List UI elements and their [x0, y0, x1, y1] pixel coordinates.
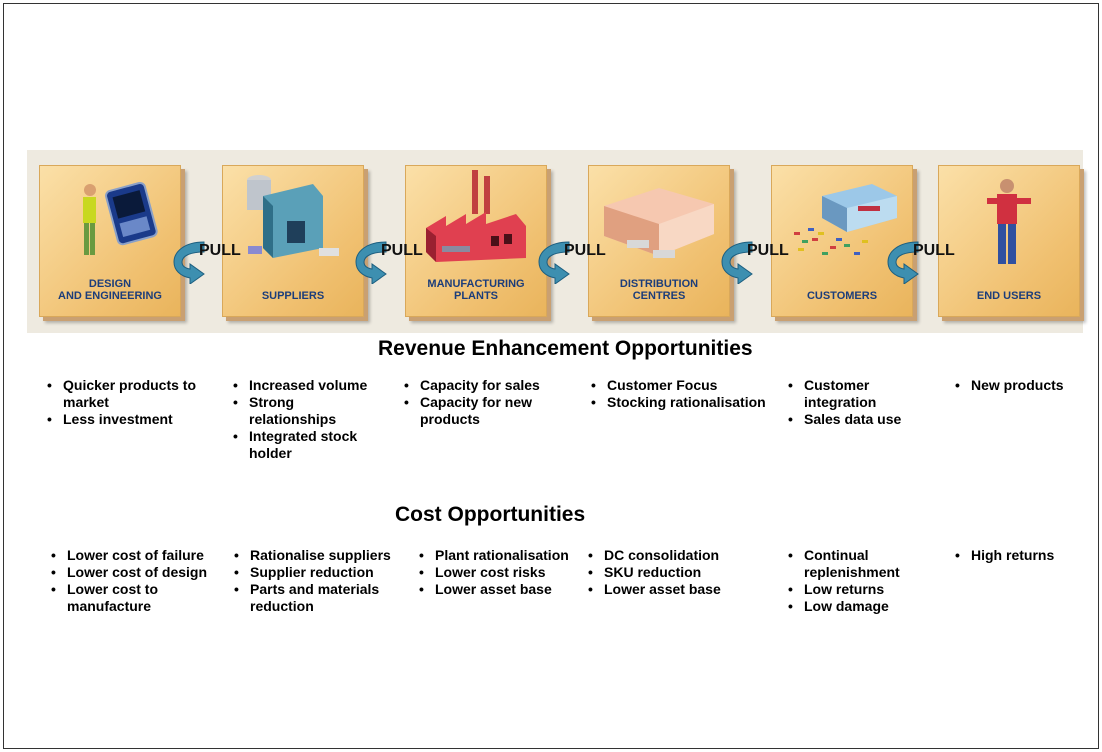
retail-store-icon	[794, 184, 897, 255]
list-item: Strong relationships	[233, 394, 383, 428]
engineer-icon	[83, 181, 158, 255]
warehouse-icon	[604, 188, 714, 258]
curved-arrow-icon	[887, 241, 919, 285]
stage-customers: CUSTOMERS	[771, 165, 913, 317]
cost-column-design: Lower cost of failure Lower cost of desi…	[51, 547, 233, 615]
list-item: High returns	[955, 547, 1085, 564]
list-item: Sales data use	[788, 411, 930, 428]
list-item: Lower asset base	[419, 581, 589, 598]
list-item: Stocking rationalisation	[591, 394, 791, 411]
pull-label: PULL	[381, 242, 423, 259]
list-item: Supplier reduction	[234, 564, 414, 581]
list-item: DC consolidation	[588, 547, 768, 564]
list-item: Capacity for new products	[404, 394, 574, 428]
pull-label: PULL	[747, 242, 789, 259]
list-item: Low damage	[788, 598, 928, 615]
curved-arrow-icon	[538, 241, 570, 285]
list-item: Increased volume	[233, 377, 383, 394]
revenue-column-distribution: Customer Focus Stocking rationalisation	[591, 377, 791, 411]
cost-column-end-users: High returns	[955, 547, 1085, 564]
list-item: Customer Focus	[591, 377, 791, 394]
factory-icon	[426, 170, 526, 262]
stage-label: DESIGN AND ENGINEERING	[58, 278, 162, 302]
pull-arrow: PULL	[170, 236, 246, 285]
pull-label: PULL	[913, 242, 955, 259]
list-item: Lower asset base	[588, 581, 768, 598]
cost-column-distribution: DC consolidation SKU reduction Lower ass…	[588, 547, 768, 598]
cost-column-manufacturing: Plant rationalisation Lower cost risks L…	[419, 547, 589, 598]
revenue-column-customers: Customer integration Sales data use	[788, 377, 930, 428]
stage-distribution-centres: DISTRIBUTION CENTRES	[588, 165, 730, 317]
list-item: Less investment	[47, 411, 215, 428]
stage-label: DISTRIBUTION CENTRES	[619, 278, 699, 302]
list-item: Lower cost of failure	[51, 547, 233, 564]
stage-label: SUPPLIERS	[261, 290, 325, 302]
list-item: Capacity for sales	[404, 377, 574, 394]
stage-label: END USERS	[976, 290, 1042, 302]
pull-arrow: PULL	[352, 236, 428, 285]
pull-label: PULL	[564, 242, 606, 259]
list-item: Lower cost of design	[51, 564, 233, 581]
revenue-column-suppliers: Increased volume Strong relationships In…	[233, 377, 383, 462]
list-item: Lower cost to manufacture	[51, 581, 233, 615]
curved-arrow-icon	[355, 241, 387, 285]
list-item: Low returns	[788, 581, 928, 598]
list-item: Plant rationalisation	[419, 547, 589, 564]
cost-column-suppliers: Rationalise suppliers Supplier reduction…	[234, 547, 414, 615]
curved-arrow-icon	[721, 241, 753, 285]
stage-label: CUSTOMERS	[806, 290, 878, 302]
pull-arrow: PULL	[718, 236, 794, 285]
list-item: Continual replenishment	[788, 547, 928, 581]
slide-frame	[3, 3, 1099, 749]
list-item: Quicker products to market	[47, 377, 215, 411]
stage-suppliers: SUPPLIERS	[222, 165, 364, 317]
revenue-column-design: Quicker products to market Less investme…	[47, 377, 215, 428]
stage-manufacturing-plants: MANUFACTURING PLANTS	[405, 165, 547, 317]
pull-label: PULL	[199, 242, 241, 259]
list-item: SKU reduction	[588, 564, 768, 581]
revenue-heading: Revenue Enhancement Opportunities	[378, 337, 753, 360]
curved-arrow-icon	[173, 241, 205, 285]
pull-arrow: PULL	[884, 236, 960, 285]
cost-column-customers: Continual replenishment Low returns Low …	[788, 547, 928, 615]
stage-label: MANUFACTURING PLANTS	[427, 278, 525, 302]
stage-design-engineering: DESIGN AND ENGINEERING	[39, 165, 181, 317]
person-icon	[987, 179, 1031, 264]
supplier-building-icon	[247, 175, 339, 258]
list-item: New products	[955, 377, 1085, 394]
list-item: Lower cost risks	[419, 564, 589, 581]
list-item: Rationalise suppliers	[234, 547, 414, 564]
list-item: Customer integration	[788, 377, 930, 411]
list-item: Parts and materials reduction	[234, 581, 414, 615]
pull-arrow: PULL	[535, 236, 611, 285]
revenue-column-manufacturing: Capacity for sales Capacity for new prod…	[404, 377, 574, 428]
revenue-column-end-users: New products	[955, 377, 1085, 394]
stage-end-users: END USERS	[938, 165, 1080, 317]
cost-heading: Cost Opportunities	[395, 503, 586, 526]
list-item: Integrated stock holder	[233, 428, 383, 462]
